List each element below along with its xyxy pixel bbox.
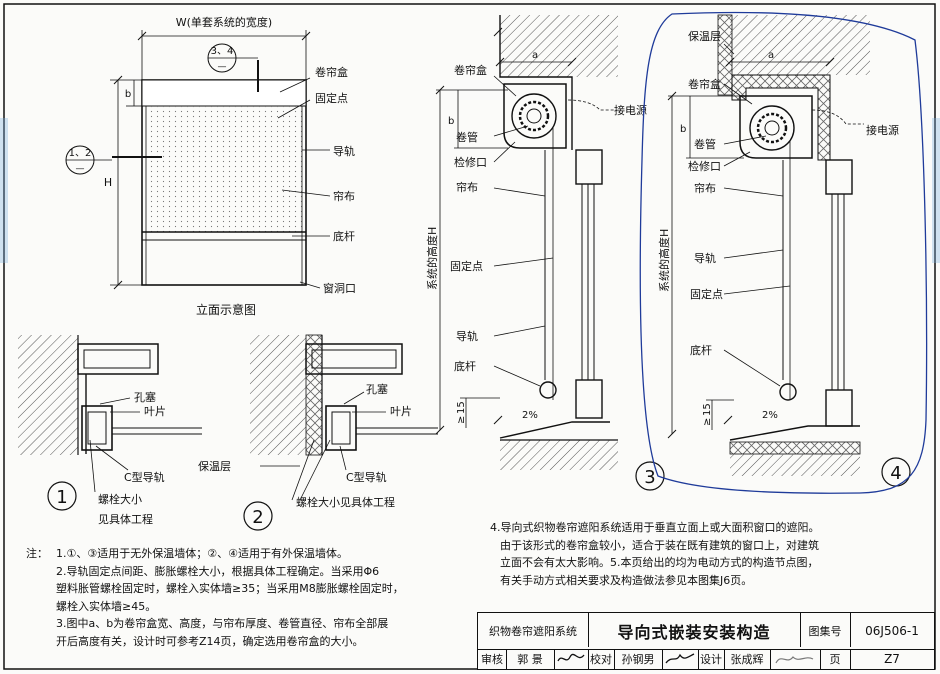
sheet-border [3, 3, 936, 670]
d1-label-plug: 孔塞 [134, 390, 156, 404]
s3-power: 接电源 [614, 103, 647, 117]
highlight-outline [639, 11, 928, 494]
tb-design-label: 设计 [700, 653, 722, 666]
ref-3-4: 3、4 [211, 46, 234, 57]
d2-label-plug: 孔塞 [366, 382, 388, 396]
tb-review-signature [554, 649, 588, 669]
s3-dim-15: 15 [456, 401, 467, 414]
tb-title: 导向式嵌装安装构造 [617, 623, 771, 642]
s4-label-insulation: 保温层 [688, 29, 721, 43]
s3-label-rail: 导轨 [456, 329, 478, 343]
note-line-4: 螺栓入实体墙≥45。 [56, 599, 157, 613]
tb-page-label: 页 [829, 653, 841, 666]
tb-design-signature [770, 649, 820, 669]
tb-category: 织物卷帘遮阳系统 [489, 625, 577, 638]
detail-1-number: 1 [56, 487, 67, 508]
elevation-view: W(单套系统的宽度) 3、4 — 1、2 — b H [65, 15, 356, 317]
note-line-7: 4.导向式织物卷帘遮阳系统适用于垂直立面上或大面积窗口的遮阳。 [490, 521, 820, 534]
note-line-5: 3.图中a、b为卷帘盒宽、高度，与帘布厚度、卷管直径、帘布全部展 [56, 617, 389, 630]
section-3: a 接电源 b 系统的高度H 15 ≥ [425, 15, 665, 491]
label-fabric: 帘布 [333, 189, 355, 203]
tb-atlas-label: 图集号 [808, 625, 842, 638]
s4-label-bottom-bar: 底杆 [690, 343, 712, 357]
elevation-caption: 立面示意图 [196, 302, 256, 317]
s4-ge: ≥ [702, 418, 713, 426]
s4-label-tube: 卷管 [694, 137, 716, 151]
notes-prefix: 注： [26, 547, 48, 560]
tb-page-no: Z7 [884, 652, 900, 666]
detail-1: 孔塞 叶片 C型导轨 螺栓大小 见具体工程 1 [18, 335, 202, 526]
detail-2-number: 2 [252, 507, 263, 528]
tb-review-label: 审核 [481, 653, 503, 666]
note-line-3: 塑料胀管螺栓固定时，螺栓入实体墙≥35；当采用M8膨胀螺栓固定时， [56, 582, 404, 595]
s3-label-fixpoint: 固定点 [450, 259, 483, 273]
s4-label-fabric: 帘布 [694, 181, 716, 195]
detail-2: 孔塞 叶片 保温层 C型导轨 螺栓大小见具体工程 2 [198, 334, 438, 531]
s4-label-box: 卷帘盒 [688, 77, 721, 91]
d2-label-insulation: 保温层 [198, 459, 231, 473]
tb-reviewer: 郭 景 [517, 653, 543, 666]
s3-label-bottom-bar: 底杆 [454, 359, 476, 373]
s3-dim-a: a [532, 50, 538, 61]
note-line-9: 立面不会有太大影响。5.本页给出的均为电动方式的构造节点图， [500, 556, 819, 569]
scan-band-right [932, 118, 940, 263]
s3-ge: ≥ [456, 416, 467, 424]
section-3-number: 3 [644, 467, 655, 488]
tb-checker: 孙钢男 [621, 653, 655, 666]
s4-power: 接电源 [866, 123, 899, 137]
s4-dim-b: b [680, 124, 686, 135]
s4-label-fixpoint: 固定点 [690, 287, 723, 301]
d1-label-blade: 叶片 [144, 405, 166, 418]
s4-slope: 2% [762, 410, 778, 421]
notes-right: 4.导向式织物卷帘遮阳系统适用于垂直立面上或大面积窗口的遮阳。 由于该形式的卷帘… [490, 519, 930, 589]
d1-label-bolt: 螺栓大小 [98, 492, 142, 506]
s3-dim-b: b [448, 116, 454, 127]
s3-slope: 2% [522, 410, 538, 421]
note-line-6: 开后高度有关，设计时可参考Z14页，确定选用卷帘盒的大小。 [56, 634, 364, 648]
ref-1-2-dash: — [76, 164, 85, 174]
d1-label-c-rail: C型导轨 [124, 470, 165, 484]
d1-label-see-project: 见具体工程 [98, 512, 153, 526]
note-line-8: 由于该形式的卷帘盒较小，适合于装在既有建筑的窗口上，对建筑 [500, 538, 819, 552]
label-window-opening: 窗洞口 [323, 281, 356, 295]
ref-3-4-dash: — [218, 62, 227, 72]
s4-label-access: 检修口 [688, 159, 721, 173]
ref-1-2: 1、2 [69, 148, 92, 159]
dim-h: H [104, 176, 112, 189]
section-4: a 接电源 b 系统的高度H 15 ≥ 2% [657, 14, 911, 487]
d2-label-c-rail: C型导轨 [346, 470, 387, 484]
note-line-10: 有关手动方式相关要求及构造做法参见本图集J6页。 [500, 573, 753, 587]
label-box: 卷帘盒 [315, 65, 348, 79]
title-block: 织物卷帘遮阳系统 导向式嵌装安装构造 图集号 06J506-1 审核 郭 景 校… [477, 612, 935, 670]
s3-label-access: 检修口 [454, 155, 487, 169]
tb-atlas-no: 06J506-1 [865, 624, 919, 638]
label-bottom-bar: 底杆 [333, 229, 355, 243]
s3-height-label: 系统的高度H [425, 227, 439, 290]
tb-check-signature [662, 649, 698, 669]
dim-b: b [125, 89, 131, 100]
s3-label-box: 卷帘盒 [454, 63, 487, 77]
s3-label-tube: 卷管 [456, 130, 478, 144]
label-rail: 导轨 [333, 144, 355, 158]
notes-left: 注： 1.①、③适用于无外保温墙体；②、④适用于有外保温墙体。 2.导轨固定点间… [18, 545, 470, 650]
s4-dim-a: a [768, 50, 774, 61]
d2-label-blade: 叶片 [390, 405, 412, 418]
note-line-1: 1.①、③适用于无外保温墙体；②、④适用于有外保温墙体。 [56, 547, 348, 560]
s4-dim-15: 15 [702, 403, 713, 416]
d2-label-bolt: 螺栓大小见具体工程 [296, 495, 395, 509]
section-4-number: 4 [890, 463, 901, 484]
s3-label-fabric: 帘布 [456, 180, 478, 194]
s4-label-rail: 导轨 [694, 251, 716, 265]
note-line-2: 2.导轨固定点间距、膨胀螺栓大小，根据具体工程确定。当采用Φ6 [56, 564, 380, 578]
s4-height-label: 系统的高度H [657, 229, 671, 292]
dim-width: W(单套系统的宽度) [176, 15, 272, 29]
tb-check-label: 校对 [590, 653, 612, 666]
label-fixpoint: 固定点 [315, 91, 348, 105]
tb-designer: 张成辉 [730, 653, 764, 666]
scan-band-left [0, 118, 8, 263]
